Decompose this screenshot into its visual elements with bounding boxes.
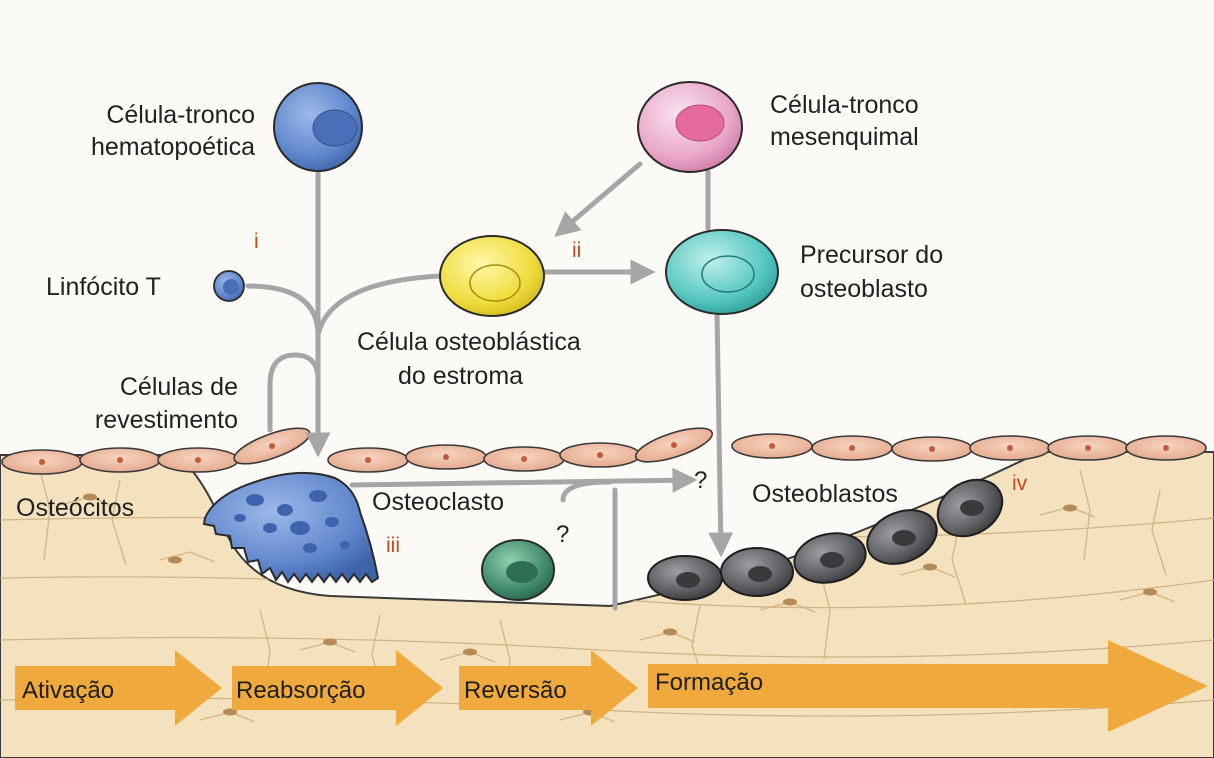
arrow-precursor-to-osteoblasts (717, 312, 721, 550)
label-lining-2: revestimento (95, 406, 238, 434)
label-precursor-1: Precursor do (800, 241, 943, 269)
t-lymphocyte (214, 271, 244, 301)
label-mesenchymal-1: Célula-tronco (770, 91, 919, 119)
stromal-osteoblastic-cell (440, 236, 544, 316)
label-stromal-1: Célula osteoblástica (357, 328, 581, 356)
phase-label-reversal: Reversão (464, 677, 567, 704)
marker-ii: ii (572, 239, 581, 262)
marker-i: i (254, 230, 259, 253)
label-hematopoietic-2: hematopoética (91, 133, 255, 161)
reversal-cell (482, 540, 554, 600)
label-osteoclast: Osteoclasto (372, 488, 504, 516)
phase-label-activation: Ativação (22, 677, 114, 704)
question-mark-reversal: ? (694, 467, 707, 494)
mesenchymal-stem-cell (638, 82, 742, 172)
label-osteoblasts: Osteoblastos (752, 480, 898, 508)
marker-iv: iv (1012, 472, 1028, 495)
lining-cells-middle (328, 421, 716, 472)
hematopoietic-stem-cell (274, 83, 362, 171)
phase-label-formation: Formação (655, 669, 763, 696)
label-precursor-2: osteoblasto (800, 275, 928, 303)
arrow-stromal-branch (318, 276, 440, 335)
question-mark-cell: ? (556, 521, 569, 548)
label-hematopoietic-1: Célula-tronco (106, 101, 255, 129)
label-stromal-2: do estroma (398, 362, 523, 390)
osteoblast-precursor-cell (666, 230, 778, 314)
arrow-lining-branch (270, 355, 318, 430)
label-osteocytes: Osteócitos (16, 494, 134, 522)
label-mesenchymal-2: mesenquimal (770, 123, 919, 151)
arrow-osteoclast-to-reversal (352, 480, 690, 485)
arrow-tcell-branch (248, 286, 318, 335)
marker-iii: iii (386, 534, 400, 557)
label-t-lymphocyte: Linfócito T (46, 273, 161, 301)
arrow-msc-to-stromal (560, 164, 640, 232)
phase-label-resorption: Reabsorção (236, 677, 365, 704)
label-lining-1: Células de (120, 373, 238, 401)
arrow-reversal-cell-branch (563, 482, 610, 500)
